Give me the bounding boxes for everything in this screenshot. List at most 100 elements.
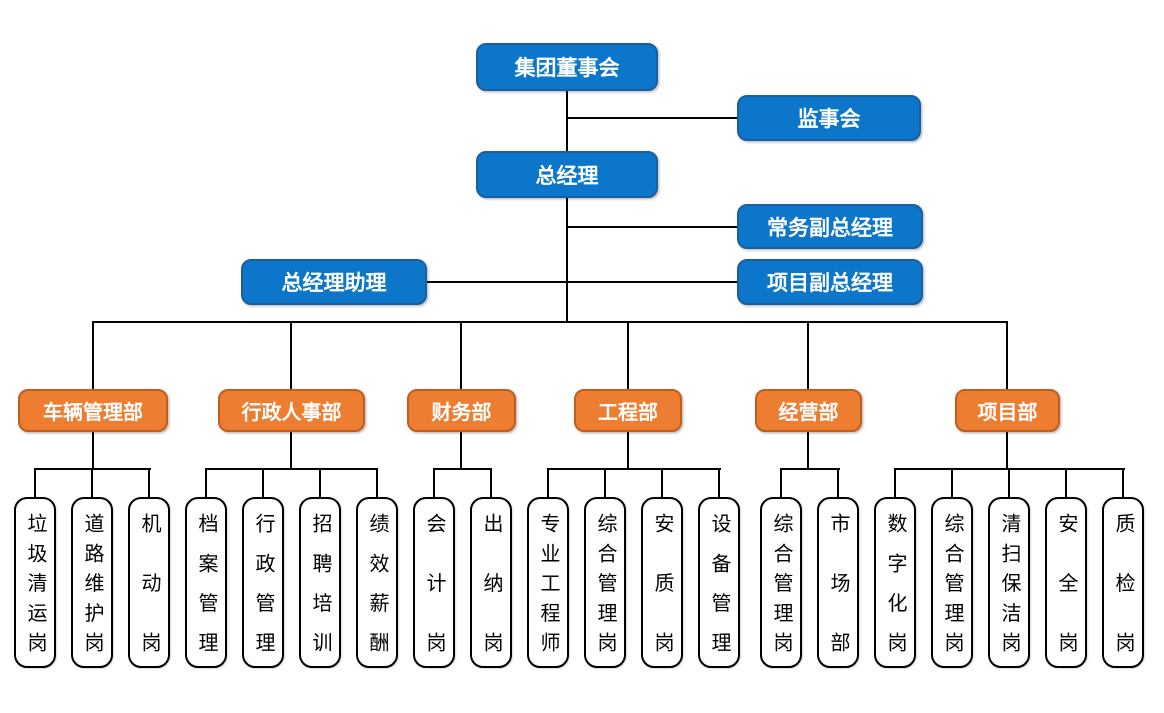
- connector-children-bar: [205, 468, 378, 470]
- connector-children-bar: [780, 468, 840, 470]
- position-label: 招聘培训: [309, 513, 331, 652]
- node-label: 集团董事会: [514, 57, 620, 80]
- connector-stub: [91, 468, 93, 497]
- position-label: 综合管理岗: [770, 513, 792, 652]
- node-supervisory-board: 监事会: [737, 95, 921, 141]
- node-gm-assistant: 总经理助理: [241, 259, 427, 305]
- connector-stub: [34, 468, 36, 497]
- connector-dept-children: [627, 432, 629, 470]
- node-label: 总经理: [535, 164, 599, 188]
- dept-label: 车辆管理部: [43, 402, 143, 424]
- position-label: 绩效薪酬: [366, 513, 388, 652]
- position-label: 垃圾清运岗: [24, 513, 46, 652]
- connector-stub: [780, 468, 782, 497]
- connector-drop-dept: [92, 322, 94, 389]
- position-label: 行政管理: [252, 513, 274, 652]
- dept-project: 项目部: [955, 389, 1060, 432]
- dept-finance: 财务部: [407, 389, 516, 432]
- connector-stub: [148, 468, 150, 497]
- node-project-deputy-gm: 项目副总经理: [737, 259, 923, 305]
- connector-children-bar: [547, 468, 721, 470]
- position-box: 机动岗: [128, 497, 170, 668]
- connector-drop-dept: [807, 322, 809, 389]
- position-box: 出纳岗: [470, 497, 512, 668]
- connector-assistant-project: [427, 281, 738, 283]
- position-label: 机动岗: [138, 513, 160, 652]
- connector-stub: [205, 468, 207, 497]
- connector-supervisory: [567, 117, 738, 119]
- connector-trunk: [566, 91, 568, 322]
- dept-vehicle-management: 车辆管理部: [18, 389, 168, 432]
- node-executive-deputy-gm: 常务副总经理: [737, 204, 923, 249]
- dept-label: 财务部: [431, 402, 492, 424]
- connector-stub: [547, 468, 549, 497]
- connector-stub: [1065, 468, 1067, 497]
- connector-stub: [433, 468, 435, 497]
- connector-distribution: [92, 321, 1008, 323]
- connector-drop-dept: [460, 322, 462, 389]
- connector-children-bar: [433, 468, 492, 470]
- position-box: 招聘培训: [299, 497, 341, 668]
- connector-dept-children: [92, 432, 94, 470]
- position-label: 质检岗: [1112, 513, 1134, 652]
- dept-engineering: 工程部: [574, 389, 682, 432]
- connector-drop-dept: [1006, 322, 1008, 389]
- position-box: 专业工程师: [527, 497, 569, 668]
- position-box: 设备管理: [698, 497, 740, 668]
- position-box: 垃圾清运岗: [14, 497, 56, 668]
- position-box: 会计岗: [413, 497, 455, 668]
- dept-operations: 经营部: [755, 389, 862, 432]
- position-label: 综合管理岗: [941, 513, 963, 652]
- connector-stub: [951, 468, 953, 497]
- position-box: 安全岗: [1045, 497, 1087, 668]
- connector-stub: [1008, 468, 1010, 497]
- dept-label: 经营部: [778, 402, 839, 424]
- position-box: 质检岗: [1102, 497, 1144, 668]
- position-box: 档案管理: [185, 497, 227, 668]
- position-label: 专业工程师: [537, 513, 559, 652]
- position-box: 行政管理: [242, 497, 284, 668]
- dept-label: 项目部: [977, 402, 1038, 424]
- connector-exec-deputy: [567, 226, 738, 228]
- position-label: 综合管理岗: [594, 513, 616, 652]
- connector-stub: [661, 468, 663, 497]
- node-label: 项目副总经理: [767, 272, 893, 295]
- position-label: 市场部: [827, 513, 849, 652]
- position-box: 绩效薪酬: [356, 497, 398, 668]
- position-box: 道路维护岗: [71, 497, 113, 668]
- node-label: 常务副总经理: [767, 216, 893, 240]
- position-label: 清扫保洁岗: [998, 513, 1020, 652]
- connector-stub: [319, 468, 321, 497]
- connector-dept-children: [290, 432, 292, 470]
- position-box: 市场部: [817, 497, 859, 668]
- dept-admin-hr: 行政人事部: [218, 389, 365, 432]
- position-label: 出纳岗: [480, 513, 502, 652]
- connector-drop-dept: [290, 322, 292, 389]
- position-box: 综合管理岗: [584, 497, 626, 668]
- dept-label: 行政人事部: [241, 402, 342, 424]
- connector-stub: [490, 468, 492, 497]
- position-label: 道路维护岗: [81, 513, 103, 652]
- position-box: 清扫保洁岗: [988, 497, 1030, 668]
- position-label: 档案管理: [195, 513, 217, 652]
- node-label: 监事会: [797, 108, 861, 131]
- connector-stub: [376, 468, 378, 497]
- connector-dept-children: [807, 432, 809, 470]
- dept-label: 工程部: [598, 402, 658, 424]
- node-board: 集团董事会: [476, 43, 658, 91]
- position-box: 综合管理岗: [760, 497, 802, 668]
- connector-stub: [718, 468, 720, 497]
- connector-stub: [837, 468, 839, 497]
- position-label: 安质岗: [651, 513, 673, 652]
- connector-dept-children: [1006, 432, 1008, 470]
- connector-stub: [262, 468, 264, 497]
- position-box: 安质岗: [641, 497, 683, 668]
- connector-stub: [1122, 468, 1124, 497]
- node-general-manager: 总经理: [476, 151, 658, 198]
- position-label: 会计岗: [423, 513, 445, 652]
- connector-stub: [894, 468, 896, 497]
- node-label: 总经理助理: [281, 272, 387, 295]
- position-box: 综合管理岗: [931, 497, 973, 668]
- position-label: 安全岗: [1055, 513, 1077, 652]
